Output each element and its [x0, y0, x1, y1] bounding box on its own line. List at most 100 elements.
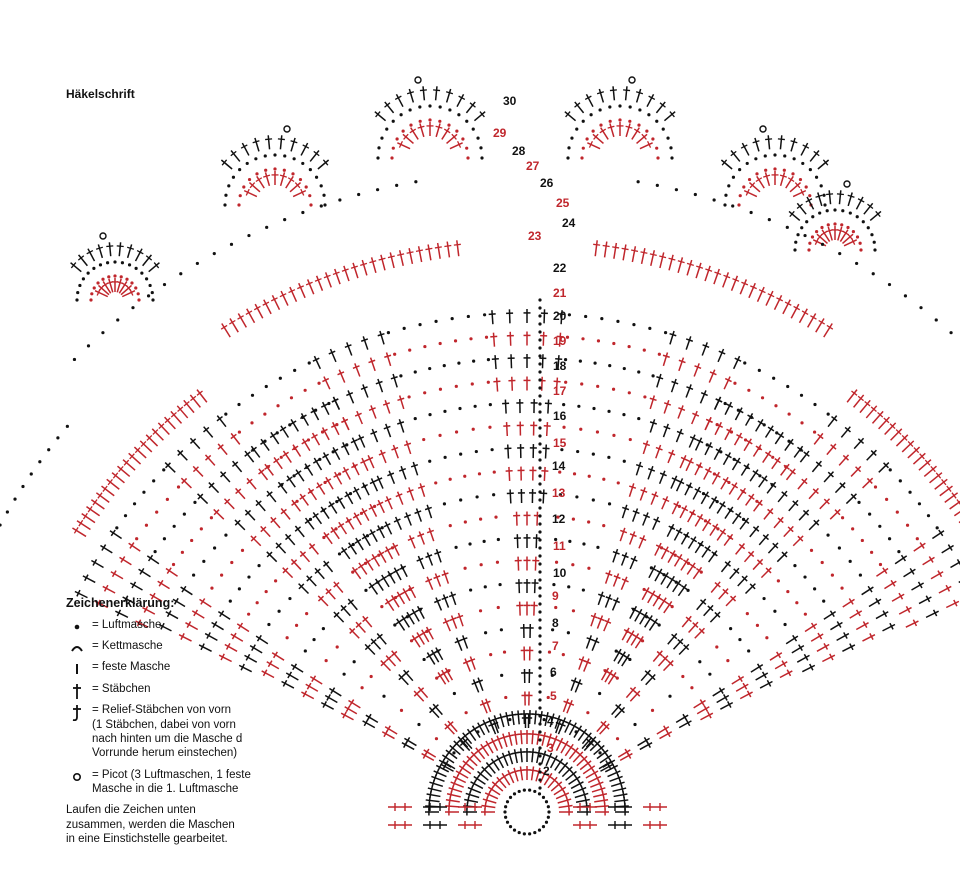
double-crochet-stitch: [523, 534, 531, 548]
base-stitch: [484, 791, 499, 800]
chain-stitch: [538, 530, 542, 534]
base-stitch: [511, 749, 519, 764]
fan-stitch: [400, 615, 410, 628]
fan-stitch: [405, 611, 415, 625]
chain-stitch: [448, 477, 452, 481]
double-crochet-stitch: [718, 588, 729, 600]
fan-stitch: [369, 478, 379, 492]
base-stitch: [572, 785, 587, 794]
chain-stitch: [423, 344, 427, 349]
double-crochet-stitch: [158, 622, 172, 632]
fan-stitch: [277, 481, 288, 494]
double-crochet-stitch: [688, 434, 697, 448]
chain-stitch: [517, 830, 521, 835]
shell-stitch: [158, 423, 165, 430]
shell-stitch: [441, 127, 450, 140]
base-stitch: [494, 735, 503, 749]
chain-stitch: [237, 430, 242, 434]
double-crochet-stitch: [796, 653, 810, 663]
fan-stitch: [289, 419, 299, 432]
double-crochet-stitch: [701, 342, 710, 356]
chain-stitch: [125, 277, 129, 281]
chain-stitch: [81, 277, 86, 281]
double-crochet-stitch: [491, 355, 499, 370]
shell-stitch: [592, 133, 604, 145]
picot: [414, 76, 422, 84]
chain-stitch: [564, 380, 568, 384]
chain-stitch: [504, 815, 508, 819]
chain-stitch: [136, 292, 140, 296]
double-crochet-stitch: [384, 352, 392, 367]
chain-stitch: [926, 514, 931, 518]
fan-stitch: [679, 505, 689, 519]
chain-stitch: [833, 222, 837, 226]
chain-stitch: [542, 717, 546, 722]
chain-stitch: [319, 184, 323, 188]
chain-stitch: [148, 283, 152, 288]
row-number-label: 21: [553, 286, 567, 300]
shell-stitch: [453, 243, 461, 246]
shell-stitch: [146, 435, 153, 441]
base-stitch: [591, 785, 606, 793]
chain-stitch: [224, 533, 228, 537]
legend-item-detail: Vorrunde herum einstechen): [92, 747, 238, 760]
double-crochet-stitch: [100, 544, 113, 554]
double-crochet-stitch: [449, 615, 458, 629]
chain-stitch: [538, 370, 542, 374]
chain-stitch: [477, 472, 482, 476]
shell-stitch: [941, 478, 947, 486]
base-stitch: [517, 766, 525, 781]
row-number-label: 8: [552, 616, 559, 630]
base-stitch: [575, 796, 590, 804]
chain-stitch: [581, 337, 585, 341]
chain-stitch: [438, 119, 442, 123]
chain-stitch: [538, 650, 542, 654]
chain-stitch: [496, 605, 500, 610]
shell-stitch: [309, 150, 320, 162]
chain-stitch: [538, 434, 542, 438]
chain-stitch: [119, 275, 123, 279]
double-crochet-stitch: [922, 556, 935, 566]
chain-stitch: [304, 185, 308, 189]
shell-stitch: [264, 172, 271, 187]
shell-stitch: [314, 278, 322, 282]
chain-stitch: [773, 609, 777, 613]
double-crochet-stitch: [774, 660, 788, 670]
shell-stitch: [646, 93, 655, 108]
row-number-label: 26: [540, 176, 554, 190]
base-stitch: [610, 779, 625, 788]
chain-stitch: [546, 815, 550, 819]
chain-stitch: [476, 136, 480, 140]
chain-stitch: [291, 172, 295, 176]
double-crochet-stitch: [650, 491, 659, 505]
chain-stitch: [743, 361, 747, 365]
double-crochet-stitch: [604, 570, 613, 584]
chain-stitch: [833, 208, 837, 212]
chain-stitch: [469, 337, 473, 341]
chain-stitch: [227, 184, 231, 188]
fan-stitch: [641, 587, 651, 601]
chain-stitch: [247, 612, 251, 616]
shell-stitch: [289, 286, 298, 302]
double-crochet-stitch: [109, 529, 123, 540]
double-crochet-stitch: [930, 570, 944, 580]
shell-stitch: [271, 294, 281, 310]
shell-stitch: [750, 285, 757, 290]
shell-stitch: [836, 193, 844, 196]
double-crochet-stitch: [635, 461, 644, 476]
base-stitch: [523, 766, 531, 780]
double-crochet-stitch: [830, 621, 843, 631]
chain-stitch: [616, 319, 620, 323]
fan-stitch: [654, 542, 663, 556]
chain-stitch: [151, 298, 155, 302]
shell-stitch: [153, 262, 160, 269]
base-stitch: [546, 733, 554, 748]
double-crochet-stitch: [875, 610, 889, 620]
chain-stitch: [581, 119, 585, 123]
base-stitch: [466, 755, 478, 767]
chain-stitch: [657, 623, 661, 627]
shell-stitch: [625, 125, 633, 129]
double-crochet-stitch: [258, 468, 269, 481]
chain-stitch: [628, 437, 632, 442]
double-crochet-stitch: [735, 682, 749, 692]
